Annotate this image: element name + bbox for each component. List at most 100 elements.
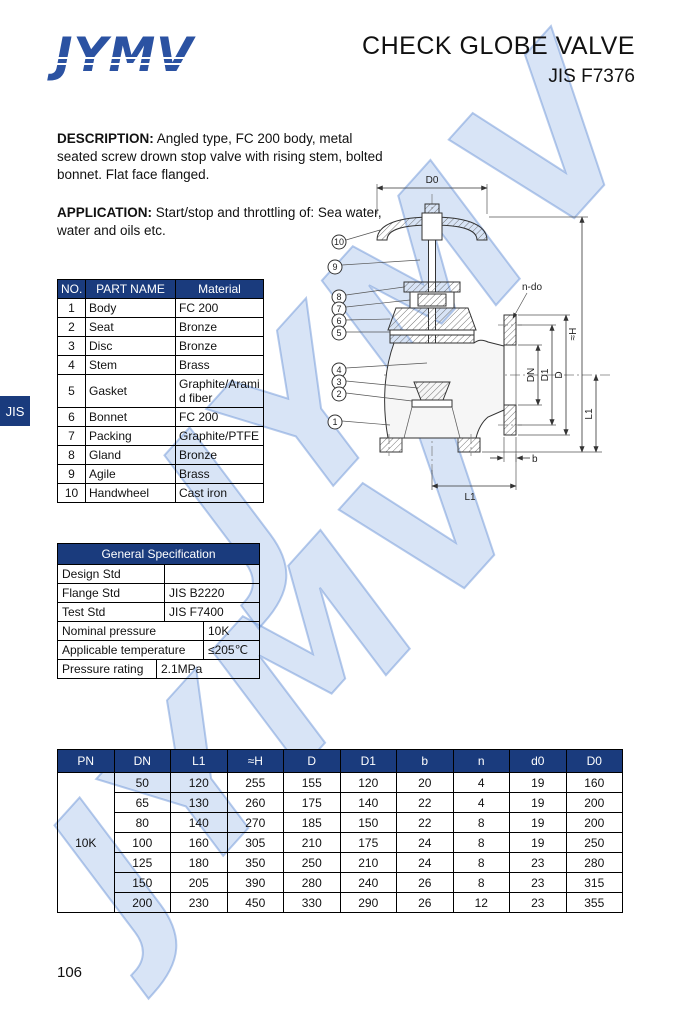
page-number: 106 xyxy=(57,964,83,981)
spec-value: ≤205℃ xyxy=(208,643,249,657)
dims-cell: 210 xyxy=(339,852,397,873)
dims-cell: 150 xyxy=(113,872,171,893)
bottom-flange xyxy=(379,434,481,456)
dims-cell: 175 xyxy=(339,832,397,853)
dim-label-DN: DN xyxy=(526,368,537,382)
part-no: 9 xyxy=(57,464,86,484)
spec-label: Pressure rating xyxy=(58,660,157,678)
spec-label: Nominal pressure xyxy=(58,622,204,640)
dims-cell: 270 xyxy=(226,812,284,833)
part-name: Stem xyxy=(85,355,176,375)
part-material: FC 200 xyxy=(175,298,264,318)
dims-cell: 250 xyxy=(565,832,623,853)
spec-row: Applicable temperature ≤205℃ xyxy=(58,641,259,660)
dims-cell: 140 xyxy=(170,812,228,833)
part-material: Graphite/PTFE xyxy=(175,426,264,446)
handwheel xyxy=(376,203,488,241)
description-text: Angled type, FC 200 body, metal seated s… xyxy=(57,131,383,182)
spec-row: Design Std xyxy=(58,565,259,584)
part-no: 7 xyxy=(57,426,86,446)
dim-label-D: D xyxy=(554,371,565,378)
part-material: Graphite/Aramid fiber xyxy=(175,374,264,408)
svg-text:6: 6 xyxy=(336,316,341,326)
dims-cell: 4 xyxy=(452,772,510,793)
part-no: 4 xyxy=(57,355,86,375)
part-name: Gland xyxy=(85,445,176,465)
dims-cell: 65 xyxy=(113,792,171,813)
spec-value: 2.1MPa xyxy=(161,662,203,676)
dims-cell: 8 xyxy=(452,812,510,833)
dims-cell: 250 xyxy=(283,852,341,873)
dims-cell: 23 xyxy=(509,872,567,893)
part-material: Bronze xyxy=(175,336,264,356)
part-name: Agile xyxy=(85,464,176,484)
dim-D: D xyxy=(518,314,570,436)
dims-header-cell: D xyxy=(283,749,341,773)
dims-cell: 4 xyxy=(452,792,510,813)
dims-cell: 130 xyxy=(170,792,228,813)
dims-cell: 23 xyxy=(509,892,567,913)
spec-table-title: General Specification xyxy=(58,544,259,565)
dims-cell: 140 xyxy=(339,792,397,813)
spec-value: JIS B2220 xyxy=(169,586,225,600)
part-material: Cast iron xyxy=(175,483,264,503)
dim-label-L1-side: L1 xyxy=(584,408,595,420)
dim-L1-bottom: L1 xyxy=(431,454,517,503)
part-no: 2 xyxy=(57,317,86,337)
callout-1: 1 xyxy=(327,414,391,430)
dim-label-n-do: n-do xyxy=(522,282,542,293)
dims-cell: 8 xyxy=(452,872,510,893)
svg-text:8: 8 xyxy=(336,292,341,302)
dims-cell: 305 xyxy=(226,832,284,853)
bonnet-assembly xyxy=(387,281,477,344)
dims-cell: 350 xyxy=(226,852,284,873)
dims-cell: 19 xyxy=(509,792,567,813)
dims-cell: 80 xyxy=(113,812,171,833)
part-no: 5 xyxy=(57,374,86,408)
dims-cell: 23 xyxy=(509,852,567,873)
callout-10: 10 xyxy=(331,229,381,250)
part-material: Brass xyxy=(175,464,264,484)
dims-cell: 19 xyxy=(509,812,567,833)
dim-n-do: n-do xyxy=(512,282,542,319)
dim-L1-side: L1 xyxy=(584,374,599,453)
spec-label: Applicable temperature xyxy=(58,641,204,659)
part-name: Bonnet xyxy=(85,407,176,427)
standard-code: JIS F7376 xyxy=(548,66,635,87)
part-name: Handwheel xyxy=(85,483,176,503)
dims-cell: 205 xyxy=(170,872,228,893)
spec-label: Test Std xyxy=(58,603,165,621)
dim-DN: DN xyxy=(518,344,542,406)
dim-label-D1: D1 xyxy=(540,368,551,381)
valve-technical-drawing: D0 ≈H n-do DN D1 D xyxy=(327,175,612,503)
dims-cell: 260 xyxy=(226,792,284,813)
dims-cell: 160 xyxy=(170,832,228,853)
description-paragraph: DESCRIPTION: Angled type, FC 200 body, m… xyxy=(57,130,395,184)
dims-cell: 120 xyxy=(170,772,228,793)
svg-text:9: 9 xyxy=(332,262,337,272)
svg-text:10: 10 xyxy=(334,237,344,247)
spec-label: Flange Std xyxy=(58,584,165,602)
part-no: 10 xyxy=(57,483,86,503)
dims-cell: 290 xyxy=(339,892,397,913)
part-no: 8 xyxy=(57,445,86,465)
dim-H: ≈H xyxy=(482,216,602,453)
spec-value: JIS F7400 xyxy=(169,605,224,619)
part-material: Bronze xyxy=(175,317,264,337)
svg-text:4: 4 xyxy=(336,365,341,375)
dims-cell: 19 xyxy=(509,832,567,853)
dim-label-H: ≈H xyxy=(568,328,579,341)
dims-cell: 200 xyxy=(565,792,623,813)
dims-cell: 100 xyxy=(113,832,171,853)
parts-header-no: NO. xyxy=(57,279,86,299)
